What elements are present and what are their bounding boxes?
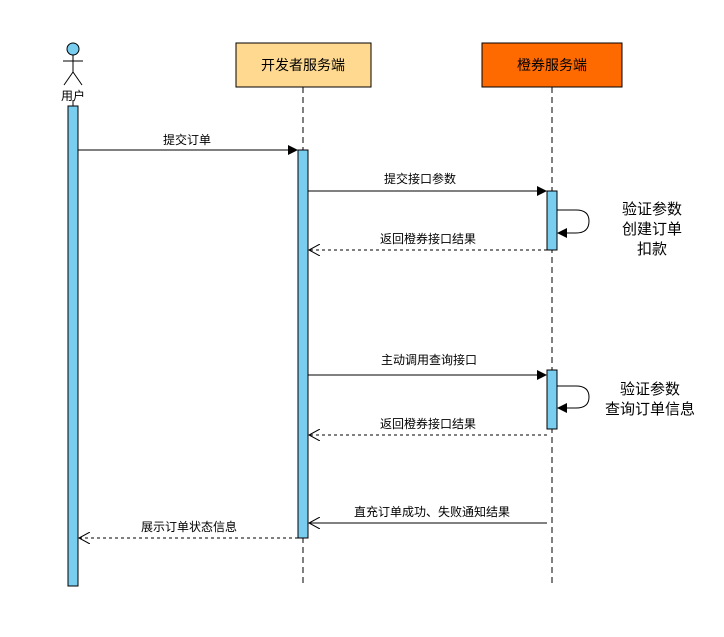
participant-dev-label: 开发者服务端: [261, 58, 345, 74]
participant-cz: 橙券服务端: [481, 42, 623, 88]
participant-dev: 开发者服务端: [235, 42, 372, 88]
message-label-1: 提交订单: [163, 132, 211, 147]
activation-user: [67, 105, 79, 587]
message-label-5: 返回橙券接口结果: [380, 416, 476, 431]
note-2-line-2: 查询订单信息: [605, 400, 695, 418]
activation-dev: [297, 149, 309, 539]
note-1-line-1: 验证参数: [622, 200, 682, 218]
message-label-6: 直充订单成功、失败通知结果: [354, 504, 510, 519]
activation-cz-1: [546, 190, 558, 251]
note-2-line-1: 验证参数: [620, 380, 680, 398]
self-call-arrow-1: [557, 209, 590, 238]
message-label-7: 展示订单状态信息: [141, 519, 237, 534]
user-actor-icon: [63, 42, 83, 86]
activation-cz-2: [546, 369, 558, 430]
message-label-2: 提交接口参数: [384, 171, 456, 186]
participant-cz-label: 橙券服务端: [517, 58, 587, 74]
note-1-line-3: 扣款: [637, 240, 667, 258]
user-label: 用户: [61, 88, 85, 103]
self-call-arrow-2: [557, 385, 590, 413]
note-1-line-2: 创建订单: [622, 220, 682, 238]
message-label-4: 主动调用查询接口: [381, 352, 477, 367]
message-label-3: 返回橙券接口结果: [380, 231, 476, 246]
